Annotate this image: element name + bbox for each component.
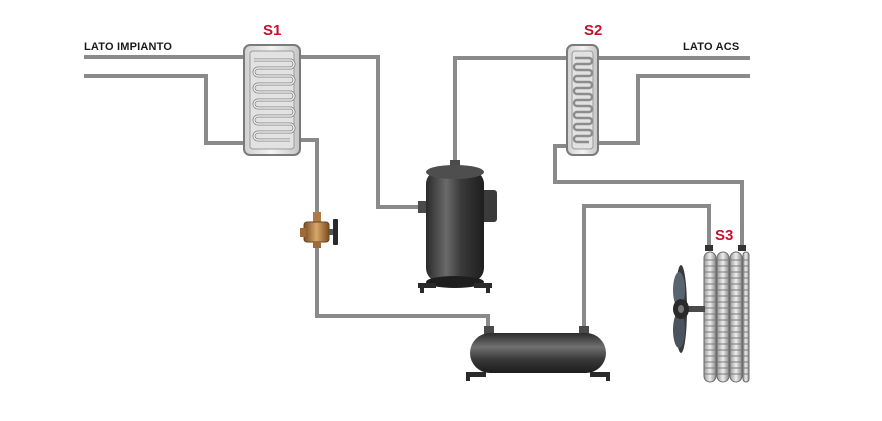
lato-impianto-label: LATO IMPIANTO [84, 41, 173, 53]
s2-label: S2 [584, 22, 603, 39]
s1-to-compressor-line [299, 55, 424, 209]
fan-icon [673, 265, 705, 353]
s1-heat-exchanger [243, 44, 301, 156]
liquid-receiver [466, 326, 610, 381]
s2-heat-exchanger [566, 44, 599, 156]
expansion-valve [300, 212, 338, 248]
s2-to-s3-line [553, 144, 744, 246]
s3-finned-coil [703, 245, 750, 383]
compressor-to-s2-line [453, 56, 568, 168]
refrigerant-piping [84, 55, 750, 330]
coil-fins [704, 259, 749, 375]
acs-return-line [598, 74, 750, 145]
s3-to-receiver-line [582, 204, 711, 330]
s1-label: S1 [263, 22, 282, 39]
lato-acs-label: LATO ACS [683, 41, 740, 53]
receiver-to-valve-line [315, 246, 490, 330]
impianto-return-line [84, 74, 246, 145]
valve-to-s1-line [299, 138, 319, 222]
compressor [418, 160, 497, 293]
s3-label: S3 [715, 227, 734, 244]
